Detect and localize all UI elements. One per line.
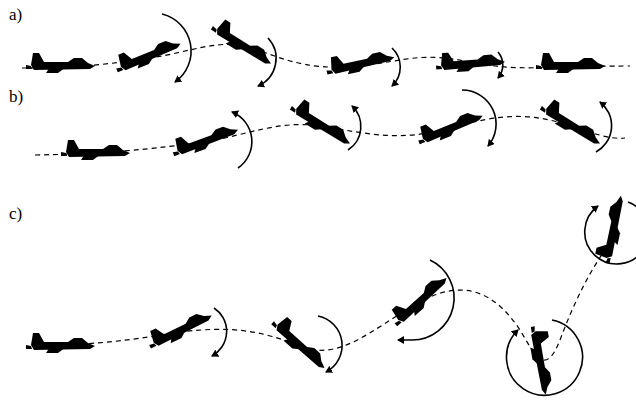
panel-label: a) xyxy=(9,6,22,23)
panel-label: b) xyxy=(9,88,23,105)
panel-label: c) xyxy=(9,205,22,222)
